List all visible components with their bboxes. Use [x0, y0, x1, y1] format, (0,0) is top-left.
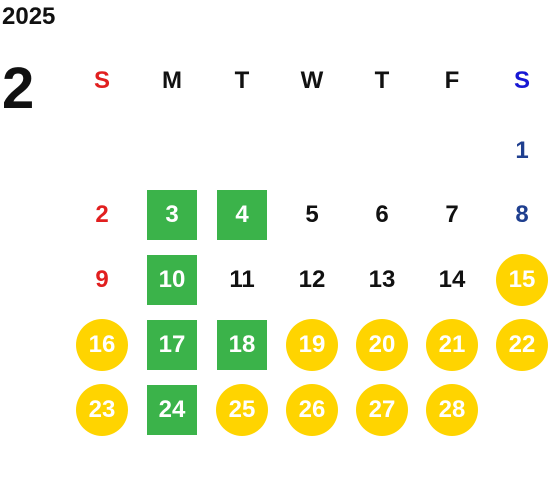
- day-cell-24[interactable]: 24: [147, 385, 197, 435]
- weekday-header-1: M: [162, 67, 182, 94]
- day-cell-12[interactable]: 12: [298, 266, 326, 293]
- day-cell-27[interactable]: 27: [356, 384, 408, 436]
- day-cell-4[interactable]: 4: [217, 190, 267, 240]
- day-cell-21[interactable]: 21: [426, 319, 478, 371]
- weekday-header-5: F: [444, 67, 460, 94]
- weekday-header-6: S: [513, 67, 530, 94]
- day-cell-13[interactable]: 13: [368, 266, 396, 293]
- day-cell-14[interactable]: 14: [438, 266, 466, 293]
- day-cell-20[interactable]: 20: [356, 319, 408, 371]
- weekday-header-0: S: [93, 67, 110, 94]
- weekday-header-2: T: [234, 67, 250, 94]
- day-cell-1[interactable]: 1: [515, 137, 529, 164]
- day-cell-25[interactable]: 25: [216, 384, 268, 436]
- day-cell-3[interactable]: 3: [147, 190, 197, 240]
- day-cell-22[interactable]: 22: [496, 319, 548, 371]
- day-cell-11[interactable]: 11: [229, 266, 255, 293]
- day-cell-5[interactable]: 5: [305, 201, 319, 228]
- day-cell-16[interactable]: 16: [76, 319, 128, 371]
- day-cell-7[interactable]: 7: [445, 201, 459, 228]
- day-cell-15[interactable]: 15: [496, 254, 548, 306]
- day-cell-17[interactable]: 17: [147, 320, 197, 370]
- day-cell-26[interactable]: 26: [286, 384, 338, 436]
- day-cell-9[interactable]: 9: [95, 266, 109, 293]
- day-cell-28[interactable]: 28: [426, 384, 478, 436]
- day-cell-8[interactable]: 8: [515, 201, 529, 228]
- day-cell-18[interactable]: 18: [217, 320, 267, 370]
- calendar-year: 2025: [2, 3, 56, 30]
- day-cell-19[interactable]: 19: [286, 319, 338, 371]
- weekday-header-3: W: [300, 67, 324, 94]
- day-cell-23[interactable]: 23: [76, 384, 128, 436]
- day-cell-10[interactable]: 10: [147, 255, 197, 305]
- day-cell-2[interactable]: 2: [95, 201, 109, 228]
- weekday-header-4: T: [374, 67, 390, 94]
- day-cell-6[interactable]: 6: [375, 201, 389, 228]
- calendar-month: 2: [2, 56, 35, 121]
